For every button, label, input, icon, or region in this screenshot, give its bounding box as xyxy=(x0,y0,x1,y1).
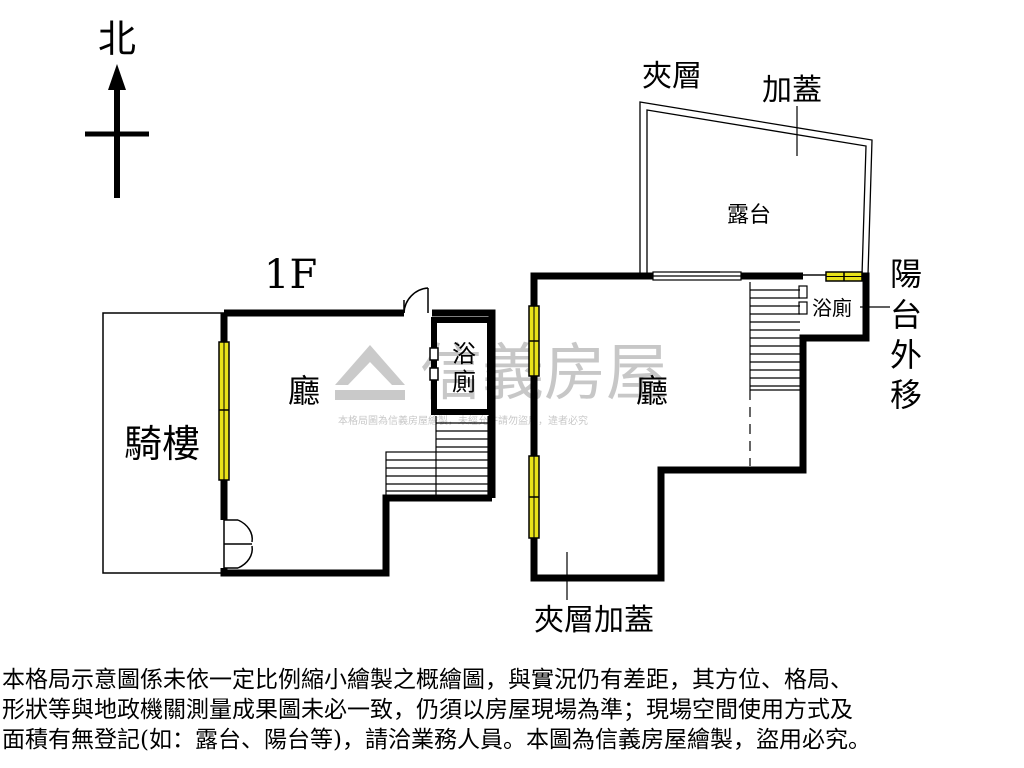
disclaimer-line: 形狀等與地政機關測量成果圖未必一致，仍須以房屋現場為準；現場空間使用方式及 xyxy=(2,697,853,723)
1f-bath-label-2: 廁 xyxy=(452,368,476,396)
balcony-moved-char-4: 移 xyxy=(890,376,922,414)
north-arrow: 北 xyxy=(85,17,149,198)
1f-bathroom xyxy=(431,317,493,415)
arcade-label: 騎樓 xyxy=(124,422,200,466)
balcony-moved-char-3: 外 xyxy=(890,336,922,374)
1f-top-door-icon xyxy=(403,287,429,314)
1f-staircase xyxy=(385,416,489,497)
1f-bath-door-icon xyxy=(429,347,439,381)
disclaimer-line: 面積有無登記(如：露台、陽台等)，請洽業務人員。本圖為信義房屋繪製，盜用必究。 xyxy=(2,727,871,753)
mezzanine-window-upper xyxy=(528,305,540,377)
balcony-moved-char-1: 陽 xyxy=(890,255,922,293)
mezzanine-window-lower xyxy=(528,455,540,539)
1f-bath-label-1: 浴 xyxy=(452,340,476,368)
north-label: 北 xyxy=(98,17,136,61)
watermark-notice: 本格局圖為信義房屋繪製，未經允許請勿盜用，違者必究 xyxy=(338,414,588,427)
mezzanine-bath-door-icon xyxy=(798,285,808,315)
watermark-logo-icon xyxy=(335,345,405,400)
disclaimer-text: 本格局示意圖係未依一定比例縮小繪製之概繪圖，與實況仍有差距，其方位、格局、 形狀… xyxy=(2,665,1022,755)
north-arrow-head-icon xyxy=(108,64,126,90)
mezzanine-plan: 夾層 加蓋 露台 xyxy=(528,59,922,638)
mezzanine-label: 夾層 xyxy=(642,59,702,94)
disclaimer-line: 本格局示意圖係未依一定比例縮小繪製之概繪圖，與實況仍有差距，其方位、格局、 xyxy=(2,667,853,693)
balcony-moved-label: 陽 台 外 移 xyxy=(890,255,922,414)
balcony-window xyxy=(825,271,863,282)
mezzanine-outer-wall xyxy=(530,272,870,582)
mezzanine-addition-label: 夾層加蓋 xyxy=(534,603,654,638)
watermark: 信義房屋 本格局圖為信義房屋繪製，未經允許請勿盜用，違者必究 xyxy=(335,336,668,427)
addition-label: 加蓋 xyxy=(762,73,822,108)
floor-plan-diagram: 信義房屋 本格局圖為信義房屋繪製，未經允許請勿盜用，違者必究 北 1F 騎樓 xyxy=(85,17,922,638)
mezzanine-bath-label: 浴廁 xyxy=(812,296,852,320)
watermark-brand: 信義房屋 xyxy=(420,336,668,409)
terrace-label: 露台 xyxy=(727,203,771,228)
floor-1f-plan: 1F 騎樓 xyxy=(102,252,496,577)
floor-label: 1F xyxy=(264,252,317,298)
mezzanine-staircase xyxy=(749,282,800,466)
balcony-moved-char-2: 台 xyxy=(890,296,922,334)
1f-entrance-door-icon xyxy=(224,519,253,569)
terrace-sliding-door-icon xyxy=(652,271,742,281)
mezzanine-living-room-label: 廳 xyxy=(636,372,668,410)
terrace-area xyxy=(639,101,873,276)
1f-living-room-label: 廳 xyxy=(288,372,320,410)
